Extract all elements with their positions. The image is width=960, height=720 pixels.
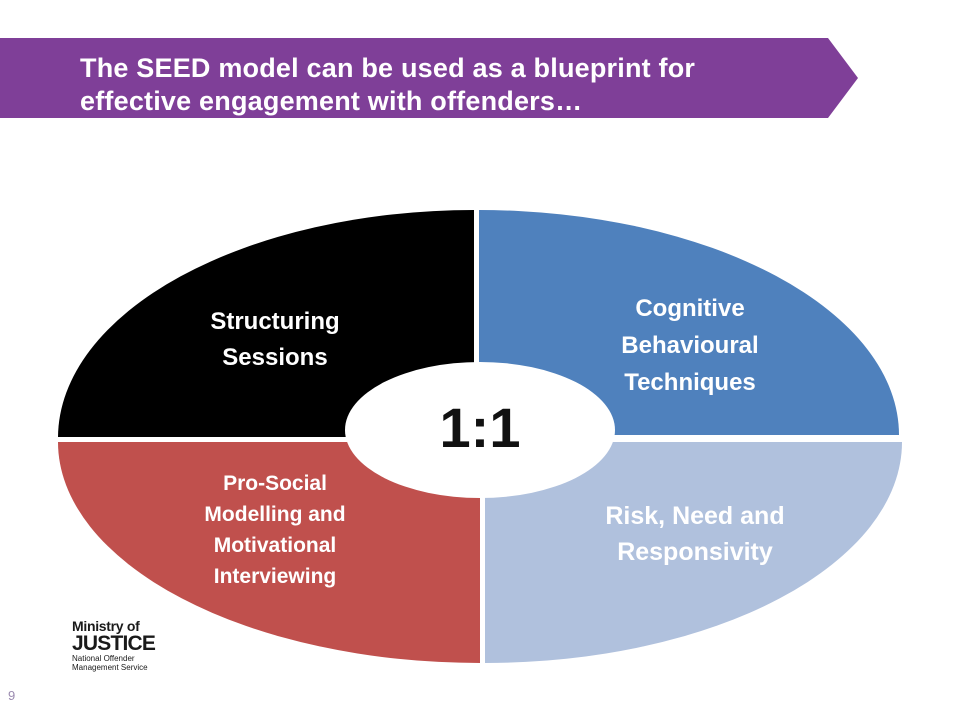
label-line: Cognitive — [635, 295, 745, 322]
label-line: Risk, Need and — [605, 502, 785, 530]
label-line: Interviewing — [213, 565, 337, 588]
title-banner — [0, 38, 858, 118]
segment-structuring-sessions — [58, 209, 474, 437]
label-line: Responsivity — [617, 538, 773, 566]
label-risk-need-responsivity: Risk, Need and Responsivity — [560, 498, 830, 570]
label-line: Techniques — [624, 369, 756, 396]
ministry-of-justice-logo: Ministry of JUSTICE National Offender Ma… — [72, 618, 162, 682]
center-label: 1:1 — [439, 396, 521, 459]
label-line: Modelling and — [204, 503, 346, 526]
label-pro-social-modelling: Pro-Social Modelling and Motivational In… — [160, 468, 390, 592]
label-line: Behavioural — [621, 332, 759, 359]
slide-title: The SEED model can be used as a blueprin… — [80, 52, 840, 116]
slide-title-line-2: effective engagement with offenders… — [80, 86, 583, 116]
segment-risk-need-responsivity — [485, 442, 902, 663]
page-number: 9 — [8, 688, 16, 703]
label-line: Pro-Social — [223, 472, 327, 495]
slide-title-line-1: The SEED model can be used as a blueprin… — [80, 53, 696, 83]
center-ellipse — [345, 362, 615, 498]
label-line: Structuring — [210, 308, 340, 335]
logo-line-2: JUSTICE — [72, 632, 156, 655]
logo-line-4: Management Service — [72, 663, 148, 672]
logo-line-3: National Offender — [72, 654, 135, 663]
label-structuring-sessions: Structuring Sessions — [160, 304, 390, 376]
label-cognitive-behavioural-techniques: Cognitive Behavioural Techniques — [565, 290, 815, 401]
segment-pro-social-modelling — [58, 442, 480, 663]
segment-cognitive-behavioural — [479, 210, 899, 435]
label-line: Motivational — [213, 534, 337, 557]
logo-line-1: Ministry of — [72, 618, 140, 634]
label-line: Sessions — [222, 344, 328, 371]
